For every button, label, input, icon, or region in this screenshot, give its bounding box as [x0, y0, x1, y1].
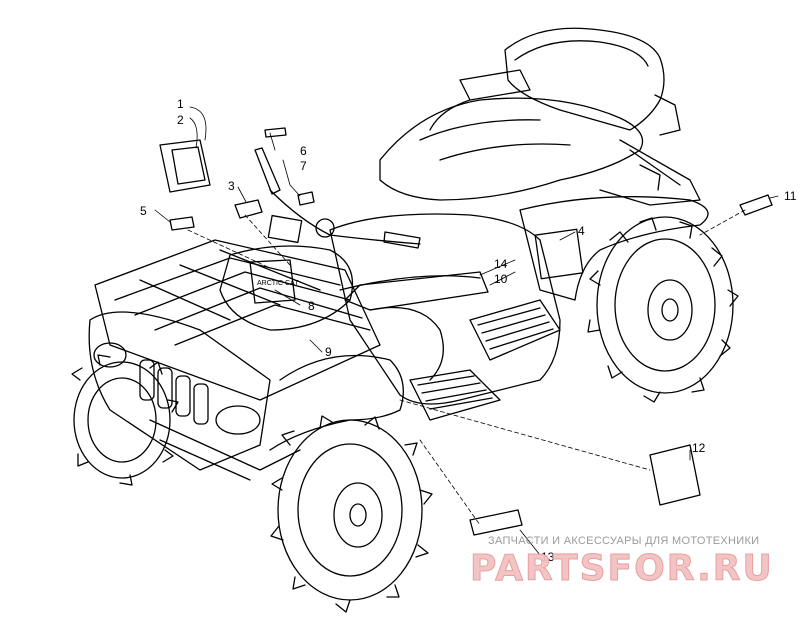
rear-fender: [519, 196, 709, 301]
callout-14: 14: [494, 257, 508, 271]
rear-wheel: [587, 216, 739, 403]
decal-11: [739, 194, 773, 216]
decal-3: [234, 199, 263, 219]
callout-1: 1: [177, 97, 184, 111]
hood-decal-text: ARCTIC CAT: [257, 280, 299, 287]
callout-9: 9: [325, 345, 332, 359]
callout-10: 10: [494, 272, 508, 286]
decal-7: [297, 191, 315, 206]
decal-parts: [159, 127, 773, 536]
decal-2: [171, 146, 206, 185]
callout-4: 4: [578, 224, 585, 238]
front-left-wheel: [71, 354, 179, 486]
callout-13: 13: [541, 550, 555, 564]
callout-3: 3: [228, 179, 235, 193]
callout-5: 5: [140, 204, 147, 218]
callout-2: 2: [177, 113, 184, 127]
front-fender: [269, 306, 444, 451]
callout-11: 11: [784, 189, 797, 203]
callout-8: 8: [308, 299, 315, 313]
decal-1: [159, 139, 211, 193]
front-rack: [94, 239, 381, 401]
watermark-logo: PARTSFOR.RU: [470, 548, 774, 590]
backrest: [504, 27, 665, 131]
handlebars: [254, 147, 421, 249]
seat: [379, 97, 644, 201]
footrest: [409, 299, 561, 421]
decal-12: [649, 444, 701, 506]
leader-lines: [154, 106, 779, 556]
callout-labels: 1 2 3 4 5 6 7 8 9 10 11 12 13 14: [140, 97, 797, 564]
callout-12: 12: [692, 441, 706, 455]
callout-7: 7: [300, 159, 307, 173]
front-right-wheel: [270, 415, 433, 613]
decal-5: [169, 216, 195, 231]
front-grille: [88, 311, 271, 471]
watermark-caption: ЗАПЧАСТИ И АКСЕССУАРЫ ДЛЯ МОТОТЕХНИКИ: [488, 535, 760, 547]
front-skid-guard: [149, 419, 301, 481]
decal-13: [469, 509, 523, 536]
body-side-panel: [329, 213, 561, 405]
decal-6: [264, 127, 287, 138]
callout-6: 6: [300, 144, 307, 158]
rear-rack: [429, 69, 701, 206]
